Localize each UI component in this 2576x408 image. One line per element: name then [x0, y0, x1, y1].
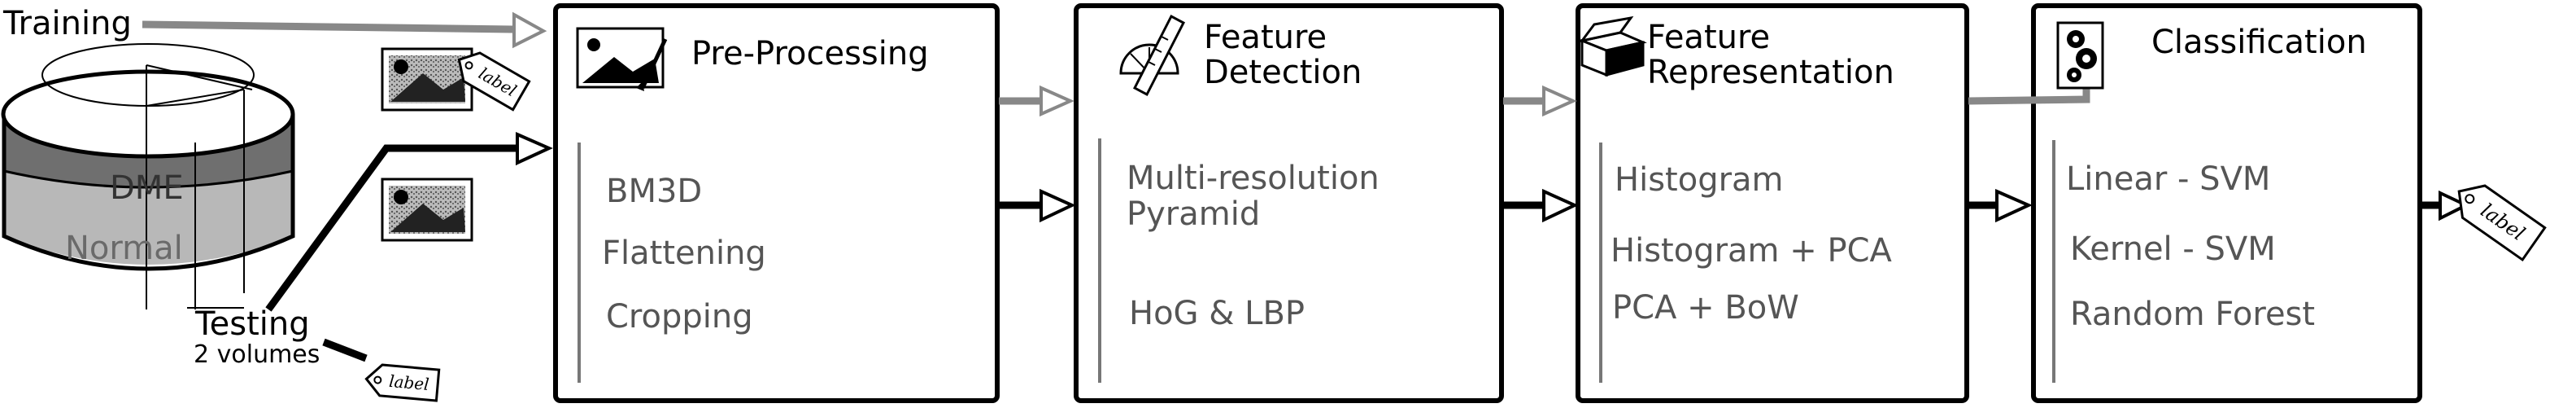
database-cylinder: [1, 43, 295, 309]
normal-layer-label: Normal: [65, 230, 183, 267]
gears-icon: [2056, 21, 2104, 90]
stage-title-representation: Representation: [1647, 54, 1894, 91]
testing-image-thumbnail: [381, 178, 473, 242]
testing-arrow: [265, 131, 553, 362]
stage-title-preprocessing: Pre-Processing: [691, 35, 929, 72]
training-arrow: [142, 11, 547, 49]
stage-item-pyramid: Pyramid: [1127, 195, 1261, 233]
stage-title-classification: Classification: [2151, 24, 2367, 61]
testing-label-tag: label: [364, 363, 441, 402]
stage-item-kernel-svm: Kernel - SVM: [2070, 230, 2276, 268]
stage-title-detection: Detection: [1204, 54, 1362, 91]
stage-item-linear-svm: Linear - SVM: [2066, 160, 2271, 198]
stage-item-random-forest: Random Forest: [2070, 296, 2316, 333]
open-box-icon: [1577, 15, 1647, 77]
stage-item-multiresolution: Multi-resolution: [1127, 160, 1380, 197]
stage-title-feature: Feature: [1204, 19, 1327, 56]
output-label-tag: label: [2457, 184, 2547, 262]
stage-item-histogram-pca: Histogram + PCA: [1611, 232, 1892, 270]
stage-item-hog-lbp: HoG & LBP: [1129, 295, 1305, 332]
stage-item-bm3d: BM3D: [606, 173, 703, 210]
testing-label: Testing: [195, 305, 310, 343]
stage-item-pca-bow: PCA + BoW: [1612, 289, 1799, 327]
testing-volumes-label: 2 volumes: [194, 340, 320, 369]
stage-item-flattening: Flattening: [602, 235, 766, 272]
training-image-thumbnail: [381, 47, 473, 112]
dme-layer-label: DME: [110, 169, 184, 207]
tag-text: label: [388, 371, 429, 394]
training-label: Training: [3, 5, 132, 42]
ruler-protractor-icon: [1119, 14, 1186, 97]
stage-item-cropping: Cropping: [606, 298, 753, 336]
training-label-tag: label: [457, 51, 531, 112]
stage-boxes: [553, 3, 2422, 403]
stage-title-feature-rep: Feature: [1647, 19, 1771, 56]
image-brush-icon: [576, 27, 668, 91]
stage-item-histogram: Histogram: [1615, 161, 1784, 199]
